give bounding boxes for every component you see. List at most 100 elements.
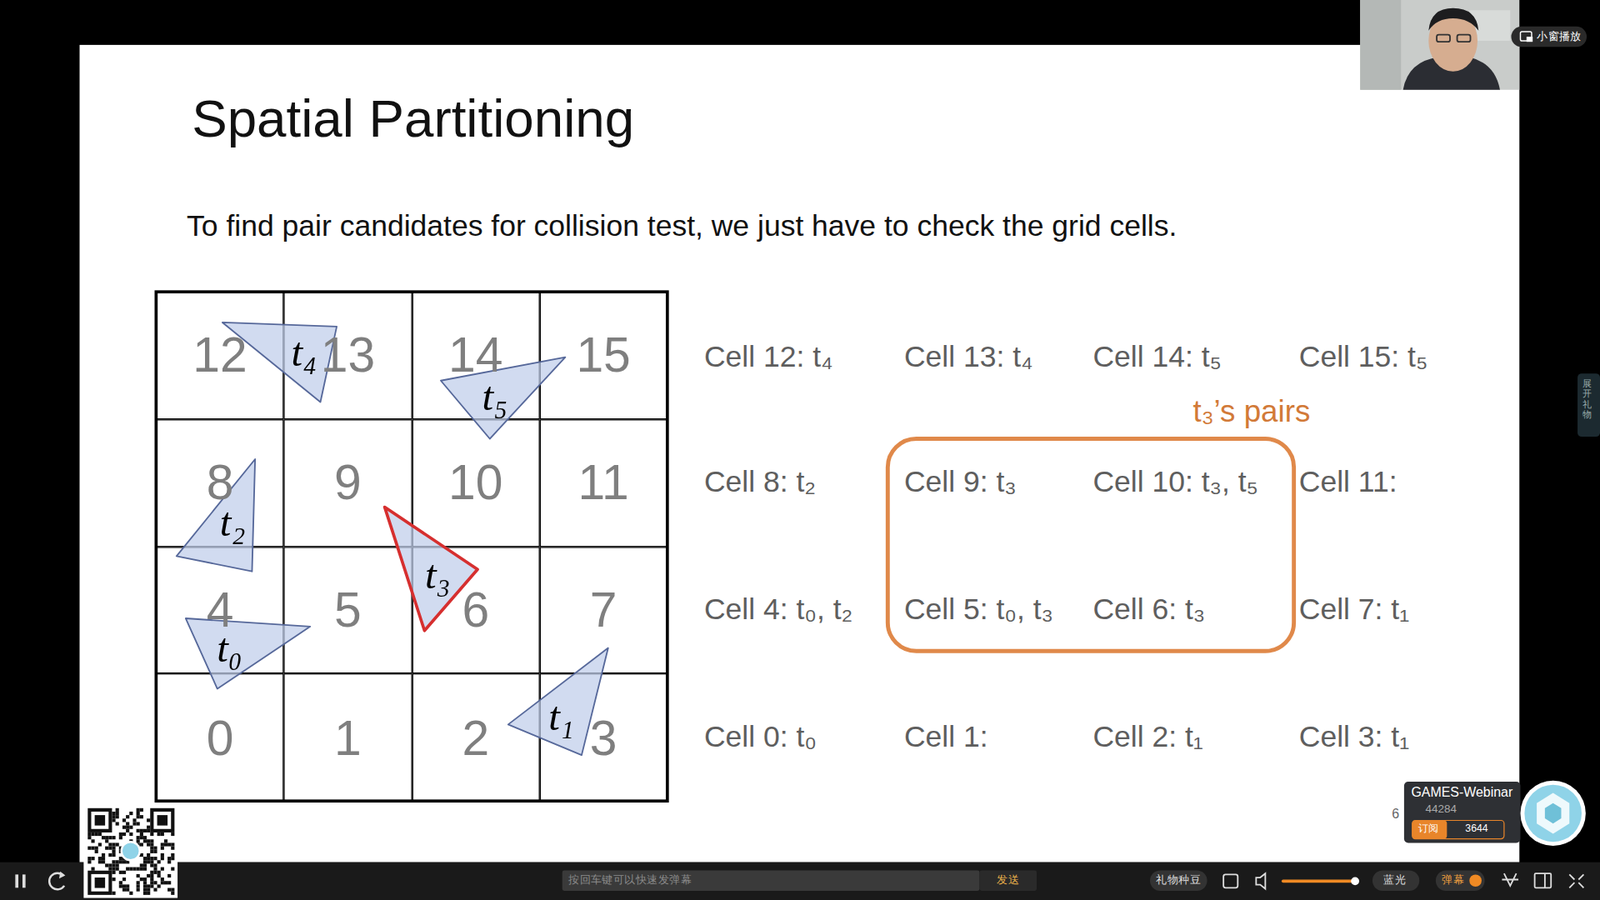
qr-module	[157, 870, 161, 875]
triangle-polygon	[176, 459, 255, 572]
qr-module	[143, 860, 147, 864]
qr-module	[98, 842, 102, 846]
subscribe-button: 订阅	[1418, 822, 1439, 835]
grid-cell: 0	[155, 673, 284, 801]
webcam	[1360, 0, 1520, 90]
qr-module	[125, 888, 130, 892]
channel-card	[1404, 780, 1586, 846]
qr-module	[140, 842, 144, 846]
qr-module	[90, 856, 95, 860]
qr-module	[115, 860, 120, 864]
qr-module	[115, 808, 120, 812]
qr-module	[111, 853, 115, 857]
qr-module	[146, 856, 150, 860]
qr-module	[146, 888, 150, 892]
qr-module	[98, 860, 102, 864]
qr-module	[143, 884, 147, 888]
qr-module	[150, 860, 154, 864]
qr-module	[111, 835, 115, 840]
cell-number: 7	[540, 581, 667, 638]
qr-module	[153, 850, 157, 854]
qr-module	[122, 884, 126, 888]
qr-module	[136, 839, 140, 843]
qr-module	[129, 811, 133, 815]
qr-module	[153, 870, 157, 875]
qr-module	[160, 880, 165, 885]
qr-module	[170, 842, 175, 846]
slide-number: 6	[1391, 805, 1400, 822]
qr-module	[108, 835, 112, 840]
qr-module	[150, 874, 154, 878]
cell-contents: Cell 6: t₃	[1092, 591, 1205, 628]
channel-name: GAMES-Webinar	[1410, 785, 1513, 801]
qr-module	[140, 808, 144, 812]
qr-module	[105, 863, 109, 867]
qr-module	[122, 877, 126, 881]
qr-code	[83, 804, 178, 899]
qr-module	[101, 856, 105, 860]
qr-module	[98, 856, 102, 860]
triangle-label: t₅	[482, 371, 509, 420]
qr-module	[136, 888, 140, 892]
qr-module	[122, 870, 126, 875]
qr-module	[140, 835, 144, 840]
cell-contents: Cell 8: t₂	[704, 464, 816, 500]
qr-module	[111, 842, 115, 846]
qr-module	[105, 846, 109, 850]
qr-module	[160, 832, 165, 836]
qr-module	[87, 860, 91, 864]
send-button: 发送	[996, 873, 1020, 887]
qr-module	[90, 839, 95, 843]
qr-module	[150, 842, 154, 846]
qr-module	[111, 811, 115, 815]
cell-number: 1	[285, 709, 411, 765]
cell-contents: Cell 4: t₀, t₂	[704, 591, 854, 628]
triangle-label: t₄	[291, 328, 318, 377]
qr-module	[160, 842, 165, 846]
qr-module	[101, 853, 105, 857]
qr-module	[143, 856, 147, 860]
qr-module	[143, 863, 147, 867]
qr-module	[111, 877, 115, 881]
qr-module	[140, 863, 144, 867]
cell-number: 10	[412, 455, 539, 511]
qr-module	[105, 839, 109, 843]
qr-finder-core	[95, 815, 105, 825]
triangle-polygon	[508, 648, 609, 756]
cell-contents: Cell 3: t₁	[1299, 719, 1410, 755]
qr-module	[157, 860, 161, 864]
qr-module	[119, 870, 123, 875]
qr-module	[125, 884, 130, 888]
triangle-shape: t₀	[185, 618, 310, 689]
qr-module	[136, 880, 140, 885]
qr-module	[150, 863, 154, 867]
grid-cell: 12	[155, 291, 284, 420]
qr-module	[167, 860, 171, 864]
qr-module	[146, 829, 150, 833]
cell-contents: Cell 5: t₀, t₃	[904, 591, 1054, 628]
qr-module	[136, 821, 140, 825]
qr-module	[153, 888, 157, 892]
qr-module	[111, 863, 115, 867]
qr-module	[150, 877, 154, 881]
cell-number: 9	[285, 455, 411, 511]
qr-module	[143, 877, 147, 881]
qr-module	[150, 880, 154, 885]
qr-module	[101, 860, 105, 864]
qr-module	[140, 815, 144, 819]
cell-contents: Cell 0: t₀	[704, 719, 817, 755]
qr-module	[146, 874, 150, 878]
grid-cell: 10	[411, 419, 540, 547]
grid-cell: 15	[539, 291, 667, 420]
qr-module	[98, 832, 102, 836]
qr-module	[170, 891, 175, 895]
triangle-polygon	[385, 507, 478, 631]
qr-module	[140, 867, 144, 871]
qr-module	[146, 884, 150, 888]
qr-module	[150, 839, 154, 843]
cell-contents: Cell 14: t₅	[1092, 339, 1221, 375]
qr-module	[132, 867, 136, 871]
qr-module	[136, 884, 140, 888]
triangle-polygon	[440, 357, 565, 440]
